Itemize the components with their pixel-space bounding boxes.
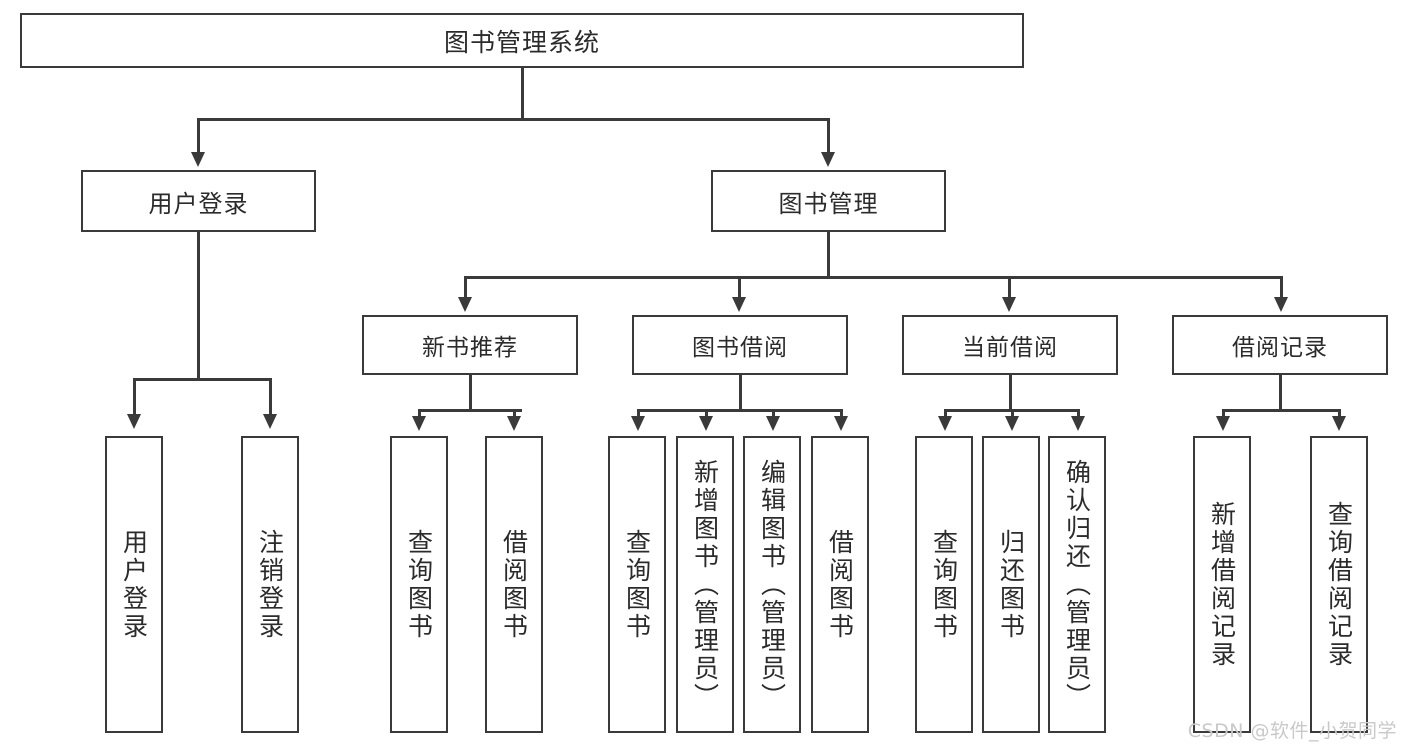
connector-book-mgmt-leg-1 <box>464 276 467 299</box>
connector-user-login-leg-1 <box>133 378 136 416</box>
connector-book-mgmt-stem <box>827 232 830 278</box>
node-book-management[interactable]: 图书管理 <box>711 170 946 232</box>
arrowhead-bb-leaf-3 <box>766 416 780 431</box>
leaf-newbook-borrow-book[interactable]: 借阅图书 <box>485 436 543 733</box>
connector-book-borrow-bus <box>637 409 842 412</box>
arrowhead-to-book-mgmt <box>821 152 835 167</box>
node-borrow-record[interactable]: 借阅记录 <box>1172 315 1388 375</box>
connector-cb-leg-1 <box>944 409 947 418</box>
leaf-record-query-record[interactable]: 查询借阅记录 <box>1310 436 1368 733</box>
arrowhead-br-leaf-1 <box>1216 416 1230 431</box>
leaf-current-query-book[interactable]: 查询图书 <box>915 436 973 733</box>
leaf-label: 新增借阅记录 <box>1207 500 1237 669</box>
node-new-book-recommend[interactable]: 新书推荐 <box>362 315 578 375</box>
connector-user-login-leg-2 <box>269 378 272 416</box>
arrowhead-nb-leaf-2 <box>507 416 521 431</box>
leaf-borrow-edit-book-admin[interactable]: 编辑图书（管理员） <box>743 436 801 733</box>
connector-cb-leg-3 <box>1077 409 1080 418</box>
node-label: 图书借阅 <box>692 335 788 361</box>
connector-root-to-user-login <box>197 118 200 154</box>
leaf-label: 查询图书 <box>622 528 652 641</box>
node-user-login[interactable]: 用户登录 <box>81 170 316 232</box>
arrowhead-to-book-borrow <box>732 297 746 312</box>
connector-new-book-leg-2 <box>513 409 516 418</box>
arrowhead-to-current-borrow <box>1002 297 1016 312</box>
leaf-borrow-add-book-admin[interactable]: 新增图书（管理员） <box>676 436 734 733</box>
leaf-current-return-book[interactable]: 归还图书 <box>982 436 1040 733</box>
connector-br-leg-2 <box>1338 409 1341 418</box>
leaf-label: 注销登录 <box>255 528 285 641</box>
connector-bb-leg-3 <box>772 409 775 418</box>
leaf-label: 归还图书 <box>996 528 1026 641</box>
leaf-label: 查询图书 <box>404 528 434 641</box>
arrowhead-br-leaf-2 <box>1332 416 1346 431</box>
leaf-label: 确认归还（管理员） <box>1062 458 1092 711</box>
connector-book-mgmt-leg-4 <box>1280 276 1283 299</box>
node-current-borrow[interactable]: 当前借阅 <box>902 315 1118 375</box>
arrowhead-cb-leaf-1 <box>938 416 952 431</box>
leaf-label: 查询借阅记录 <box>1324 500 1354 669</box>
arrowhead-to-user-login <box>191 152 205 167</box>
leaf-label: 编辑图书（管理员） <box>757 458 787 711</box>
arrowhead-cb-leaf-2 <box>1005 416 1019 431</box>
leaf-label: 用户登录 <box>119 528 149 641</box>
connector-borrow-record-bus <box>1222 409 1340 412</box>
arrowhead-cb-leaf-3 <box>1071 416 1085 431</box>
node-label: 借阅记录 <box>1232 335 1328 361</box>
connector-book-mgmt-leg-2 <box>738 276 741 299</box>
node-label: 用户登录 <box>148 189 249 218</box>
connector-root-to-book-mgmt <box>827 118 830 154</box>
leaf-current-confirm-return-admin[interactable]: 确认归还（管理员） <box>1048 436 1106 733</box>
leaf-label: 借阅图书 <box>825 528 855 641</box>
connector-book-mgmt-bus <box>464 276 1282 279</box>
leaf-borrow-query-book[interactable]: 查询图书 <box>608 436 666 733</box>
connector-current-borrow-stem <box>1009 375 1012 411</box>
connector-new-book-leg-1 <box>418 409 421 418</box>
leaf-label: 查询图书 <box>929 528 959 641</box>
connector-cb-leg-2 <box>1011 409 1014 418</box>
arrowhead-leaf-user-login <box>127 414 141 429</box>
connector-new-book-bus <box>418 409 522 412</box>
csdn-watermark: CSDN @软件_小贺同学 <box>1187 720 1397 742</box>
connector-bb-leg-2 <box>705 409 708 418</box>
arrowhead-leaf-logout <box>263 414 277 429</box>
connector-user-login-bus <box>133 378 271 381</box>
connector-user-login-stem <box>197 232 200 380</box>
leaf-logout[interactable]: 注销登录 <box>241 436 299 733</box>
arrowhead-nb-leaf-1 <box>412 416 426 431</box>
connector-borrow-record-stem <box>1279 375 1282 411</box>
connector-root-stem <box>521 68 524 120</box>
leaf-label: 借阅图书 <box>499 528 529 641</box>
leaf-user-login[interactable]: 用户登录 <box>105 436 163 733</box>
connector-br-leg-1 <box>1222 409 1225 418</box>
arrowhead-bb-leaf-1 <box>631 416 645 431</box>
node-label: 图书管理 <box>778 189 879 218</box>
arrowhead-bb-leaf-2 <box>699 416 713 431</box>
arrowhead-bb-leaf-4 <box>834 416 848 431</box>
arrowhead-to-borrow-record <box>1274 297 1288 312</box>
leaf-borrow-borrow-book[interactable]: 借阅图书 <box>811 436 869 733</box>
leaf-newbook-query-book[interactable]: 查询图书 <box>390 436 448 733</box>
node-label: 当前借阅 <box>962 335 1058 361</box>
node-label: 新书推荐 <box>422 335 518 361</box>
arrowhead-to-new-book <box>458 297 472 312</box>
node-book-borrow[interactable]: 图书借阅 <box>632 315 848 375</box>
node-root-system[interactable]: 图书管理系统 <box>20 13 1024 68</box>
connector-new-book-stem <box>469 375 472 411</box>
leaf-record-add-record[interactable]: 新增借阅记录 <box>1193 436 1251 733</box>
connector-bb-leg-1 <box>637 409 640 418</box>
node-label: 图书管理系统 <box>443 27 600 57</box>
connector-book-mgmt-leg-3 <box>1008 276 1011 299</box>
connector-root-bus <box>197 118 829 121</box>
leaf-label: 新增图书（管理员） <box>690 458 720 711</box>
connector-book-borrow-stem <box>739 375 742 411</box>
connector-bb-leg-4 <box>840 409 843 418</box>
